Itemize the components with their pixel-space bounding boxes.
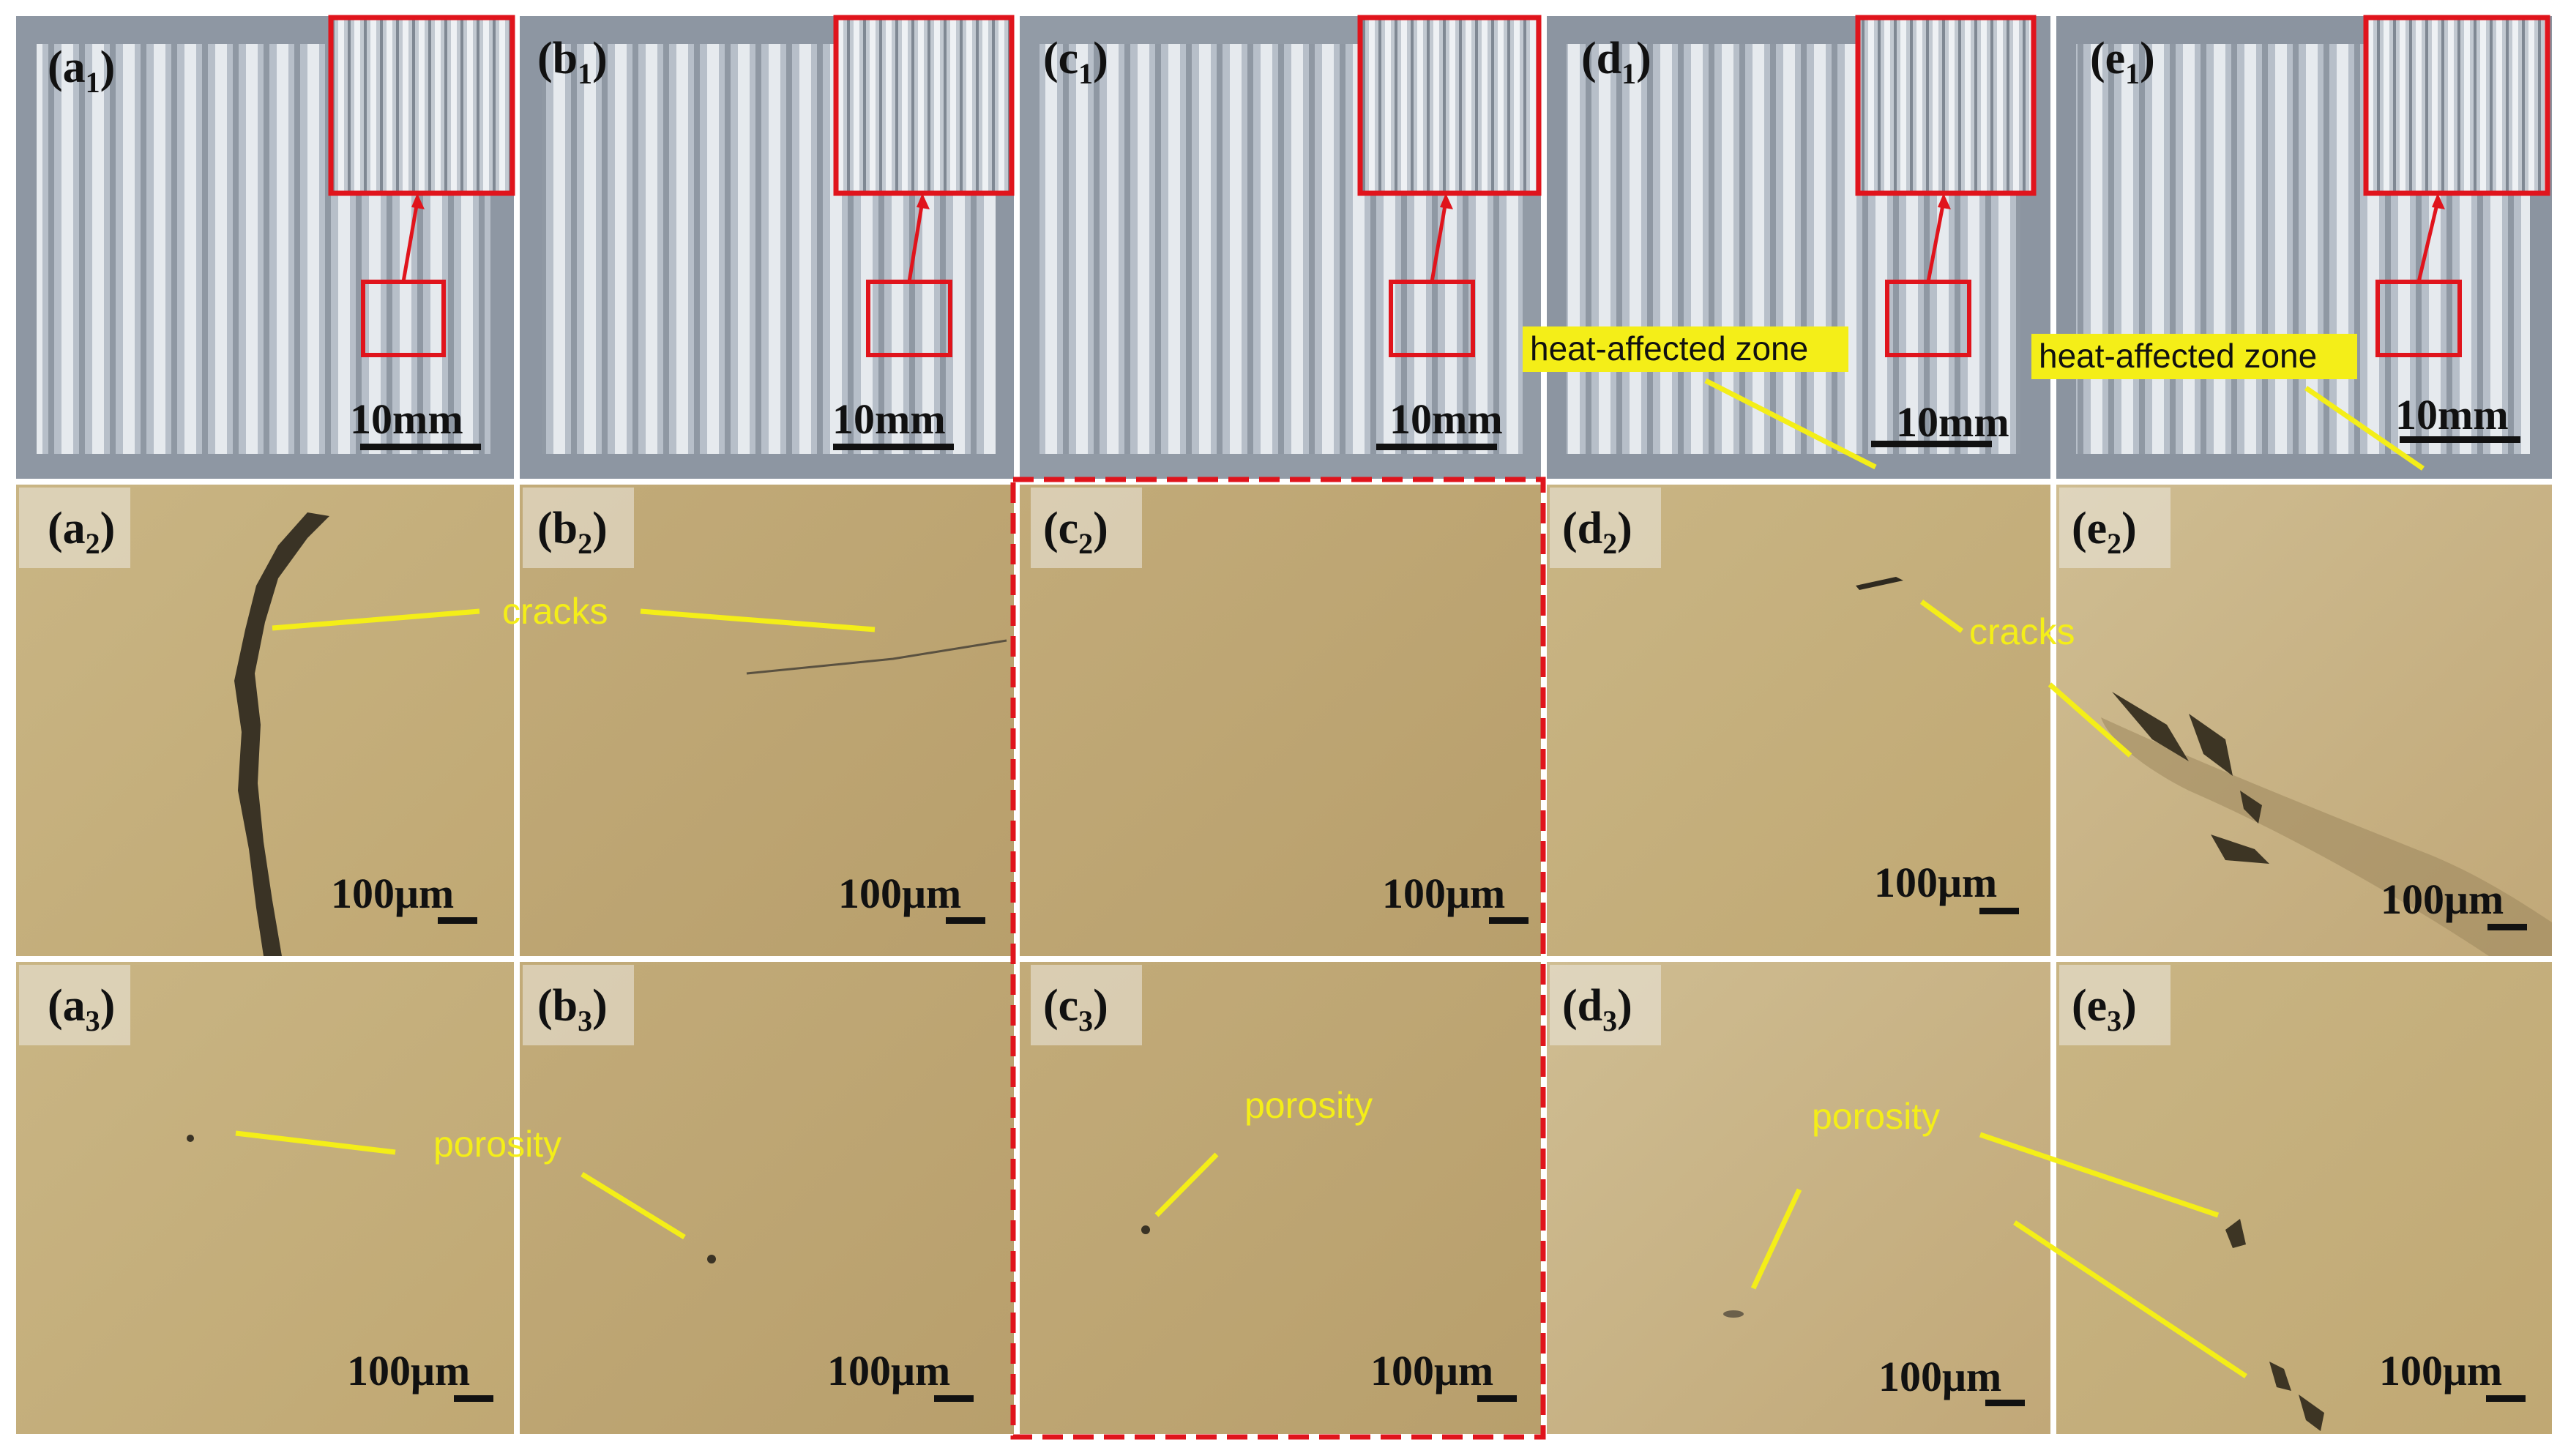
annotations [235,378,2425,1378]
label-b2: (b2) [537,504,608,560]
scale-label-c1: 10mm [1389,395,1503,443]
scale-bars: 10mm 10mm 10mm 10mm 10mm 100μm 100μm 100… [331,391,2527,1406]
panel-a1 [16,15,515,479]
haz-box-e [2031,334,2357,379]
panel-b1 [520,15,1015,479]
label-d3: (d3) [1562,981,1632,1037]
scale-label-b1: 10mm [832,395,946,443]
haz-box-d [1523,326,1848,372]
scale-label-a2: 100μm [331,870,454,917]
label-a2: (a2) [48,504,115,560]
label-a1: (a1) [48,42,115,99]
porosity-label-de: porosity [1812,1096,1940,1137]
scale-label-c2: 100μm [1382,870,1505,917]
scale-label-b2: 100μm [838,870,961,917]
cracks-label-d: cracks [1969,611,2075,652]
panel-d1 [1547,15,2050,479]
panel-c1 [1020,15,1542,479]
scale-label-a1: 10mm [350,395,463,443]
scale-label-e2: 100μm [2381,876,2504,923]
highlight-box [1010,477,1546,1440]
row-macro [16,15,2552,479]
cracks-label-ab: cracks [502,591,608,632]
label-c1: (c1) [1043,34,1108,90]
haz-label-d: heat-affected zone [1530,329,1808,367]
label-d1: (d1) [1581,34,1651,90]
label-c2: (c2) [1043,504,1108,560]
scale-label-e1: 10mm [2395,391,2509,438]
scale-label-c3: 100μm [1370,1347,1493,1395]
scale-label-d1: 10mm [1896,398,2009,446]
scale-label-a3: 100μm [347,1347,470,1395]
label-b1: (b1) [537,34,608,90]
panel-labels: (a1) (b1) (c1) (d1) (e1) (a2) (b2) (c2) … [19,34,2171,1045]
haz-label-e: heat-affected zone [2039,337,2317,375]
scale-label-b3: 100μm [827,1347,950,1395]
panel-e1 [2056,15,2552,479]
label-c3: (c3) [1043,981,1108,1037]
label-b3: (b3) [537,981,608,1037]
label-e3: (e3) [2072,981,2137,1037]
scale-label-d2: 100μm [1874,859,1997,906]
label-a3: (a3) [48,981,115,1037]
porosity-label-ab: porosity [433,1124,561,1165]
label-e2: (e2) [2072,504,2137,560]
scale-label-d3: 100μm [1878,1353,2001,1400]
label-e1: (e1) [2090,34,2155,90]
porosity-label-c: porosity [1244,1085,1373,1126]
scale-label-e3: 100μm [2379,1347,2502,1395]
label-d2: (d2) [1562,504,1632,560]
